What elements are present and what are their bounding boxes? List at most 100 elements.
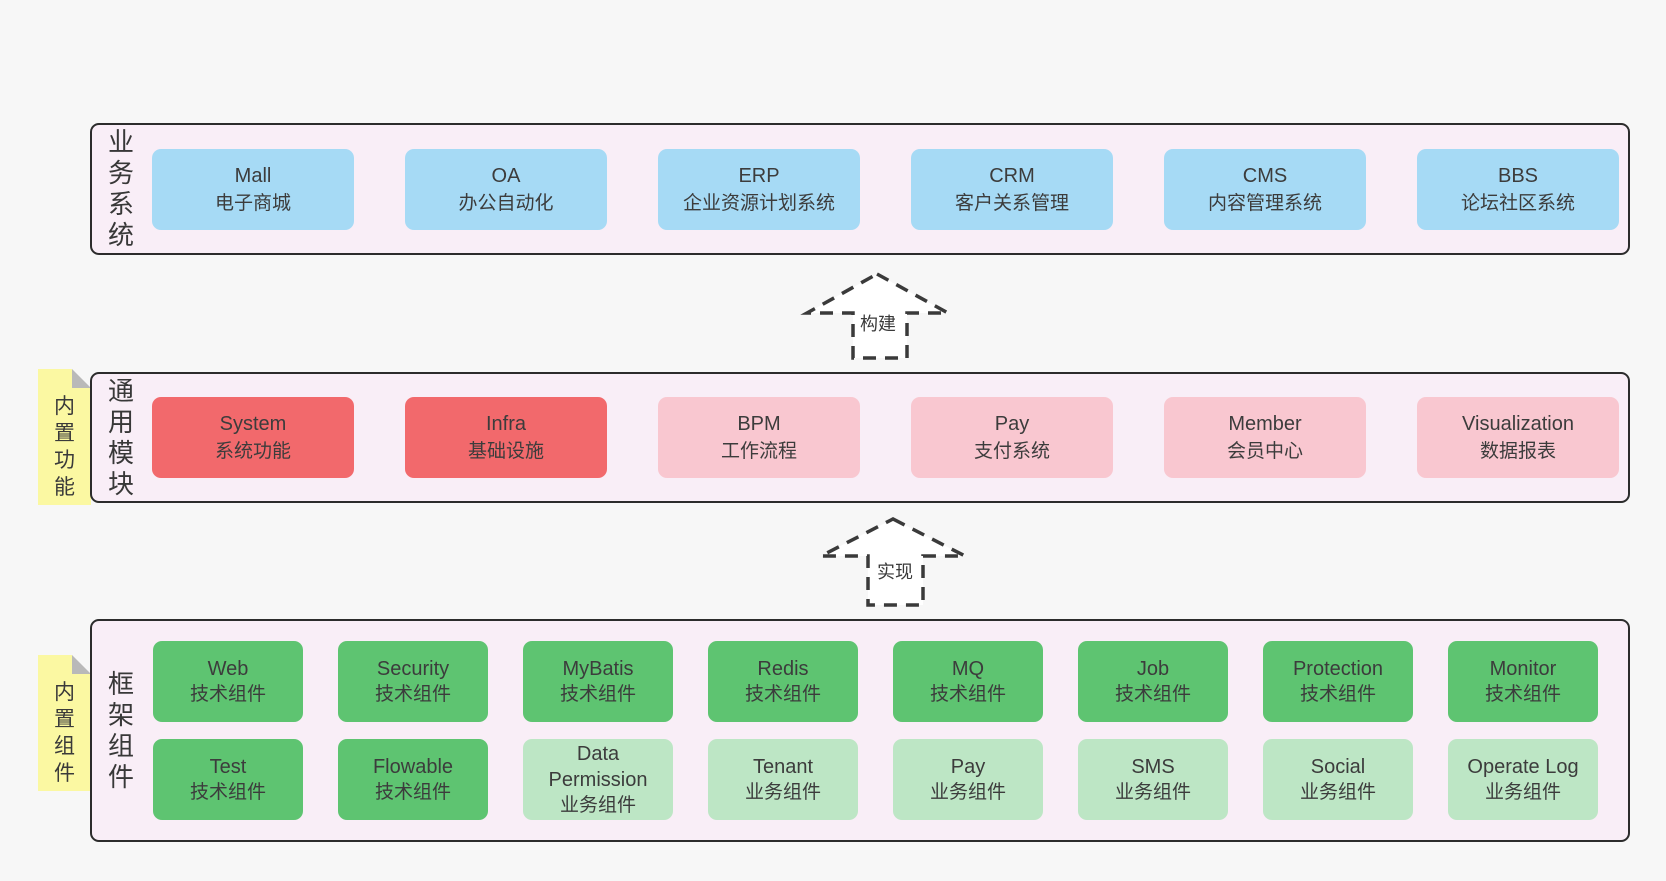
box-subtitle: 数据报表 bbox=[1479, 441, 1556, 462]
box-title: Member bbox=[1228, 413, 1302, 435]
box-subtitle: 办公自动化 bbox=[458, 192, 554, 214]
box-subtitle: 业务组件 bbox=[1484, 782, 1561, 803]
box-member: Member 会员中心 bbox=[1164, 397, 1366, 478]
box-redis: Redis 技术组件 bbox=[708, 641, 858, 722]
box-subtitle: 客户关系管理 bbox=[954, 192, 1069, 214]
build-arrow: 构建 bbox=[800, 266, 956, 362]
framework-components-label: 框架组件 bbox=[107, 668, 134, 792]
framework-row-1: Web 技术组件 Security 技术组件 MyBatis 技术组件 Redi… bbox=[153, 641, 1598, 722]
arrow-up-icon bbox=[820, 517, 966, 607]
box-title: Flowable bbox=[372, 756, 454, 778]
box-tenant: Tenant 业务组件 bbox=[708, 739, 858, 820]
common-modules-boxes: System 系统功能 Infra 基础设施 BPM 工作流程 Pay 支付系统… bbox=[152, 397, 1619, 478]
box-subtitle: 技术组件 bbox=[1299, 684, 1376, 705]
box-pay: Pay 支付系统 bbox=[911, 397, 1113, 478]
box-title: BPM bbox=[737, 413, 781, 435]
box-title: ERP bbox=[738, 164, 780, 187]
box-mall: Mall 电子商城 bbox=[152, 148, 354, 230]
sticky-note-builtin-features: 内置功能 bbox=[38, 369, 91, 505]
box-title: System bbox=[219, 413, 287, 435]
box-title: Pay bbox=[994, 413, 1030, 435]
box-subtitle: 业务组件 bbox=[1299, 782, 1376, 803]
box-erp: ERP 企业资源计划系统 bbox=[658, 148, 860, 230]
implement-arrow: 实现 bbox=[815, 511, 975, 611]
box-flowable: Flowable 技术组件 bbox=[338, 739, 488, 820]
box-subtitle: 企业资源计划系统 bbox=[682, 192, 835, 214]
box-infra: Infra 基础设施 bbox=[405, 397, 607, 478]
box-mybatis: MyBatis 技术组件 bbox=[523, 641, 673, 722]
box-subtitle: 技术组件 bbox=[1484, 684, 1561, 705]
box-title: Mall bbox=[234, 164, 272, 187]
box-crm: CRM 客户关系管理 bbox=[911, 148, 1113, 230]
box-security: Security 技术组件 bbox=[338, 641, 488, 722]
box-title: Pay bbox=[950, 756, 986, 778]
box-subtitle: 业务组件 bbox=[744, 782, 821, 803]
box-cms: CMS 内容管理系统 bbox=[1164, 148, 1366, 230]
box-subtitle: 技术组件 bbox=[189, 782, 266, 803]
box-title: Data Permission bbox=[548, 743, 648, 791]
framework-components-rows: Web 技术组件 Security 技术组件 MyBatis 技术组件 Redi… bbox=[153, 641, 1598, 820]
box-title: Operate Log bbox=[1467, 756, 1579, 778]
box-title: MyBatis bbox=[562, 658, 634, 680]
box-title: Infra bbox=[485, 413, 527, 435]
common-modules-panel: 通用模块 System 系统功能 Infra 基础设施 BPM 工作流程 Pay… bbox=[90, 372, 1630, 503]
box-subtitle: 业务组件 bbox=[559, 795, 636, 816]
box-subtitle: 基础设施 bbox=[467, 441, 544, 462]
box-title: CRM bbox=[989, 164, 1035, 187]
box-title: BBS bbox=[1497, 164, 1539, 187]
box-subtitle: 内容管理系统 bbox=[1207, 192, 1322, 214]
box-title: Protection bbox=[1292, 658, 1384, 680]
framework-row-2: Test 技术组件 Flowable 技术组件 Data Permission … bbox=[153, 739, 1598, 820]
box-social: Social 业务组件 bbox=[1263, 739, 1413, 820]
box-subtitle: 支付系统 bbox=[973, 441, 1050, 462]
box-subtitle: 业务组件 bbox=[1114, 782, 1191, 803]
business-systems-boxes: Mall 电子商城 OA 办公自动化 ERP 企业资源计划系统 CRM 客户关系… bbox=[152, 148, 1619, 230]
box-subtitle: 技术组件 bbox=[929, 684, 1006, 705]
framework-components-panel: 框架组件 Web 技术组件 Security 技术组件 MyBatis 技术组件… bbox=[90, 619, 1630, 842]
box-subtitle: 业务组件 bbox=[929, 782, 1006, 803]
box-subtitle: 电子商城 bbox=[214, 192, 291, 214]
box-subtitle: 技术组件 bbox=[189, 684, 266, 705]
box-job: Job 技术组件 bbox=[1078, 641, 1228, 722]
build-arrow-label: 构建 bbox=[860, 314, 896, 334]
box-subtitle: 论坛社区系统 bbox=[1460, 192, 1575, 214]
box-web: Web 技术组件 bbox=[153, 641, 303, 722]
box-subtitle: 技术组件 bbox=[374, 782, 451, 803]
box-title: SMS bbox=[1131, 756, 1175, 778]
box-monitor: Monitor 技术组件 bbox=[1448, 641, 1598, 722]
box-title: Visualization bbox=[1462, 413, 1574, 435]
box-title: Web bbox=[207, 658, 249, 680]
box-bpm: BPM 工作流程 bbox=[658, 397, 860, 478]
box-title: CMS bbox=[1242, 164, 1288, 187]
box-title: Tenant bbox=[752, 756, 814, 778]
box-title: OA bbox=[491, 164, 521, 187]
box-bbs: BBS 论坛社区系统 bbox=[1417, 148, 1619, 230]
box-title: Test bbox=[209, 756, 247, 778]
business-systems-label: 业务系统 bbox=[107, 127, 134, 250]
box-title: Monitor bbox=[1489, 658, 1557, 680]
box-system: System 系统功能 bbox=[152, 397, 354, 478]
box-test: Test 技术组件 bbox=[153, 739, 303, 820]
box-subtitle: 技术组件 bbox=[1114, 684, 1191, 705]
box-title: Redis bbox=[757, 658, 809, 680]
implement-arrow-label: 实现 bbox=[877, 562, 913, 582]
box-title: MQ bbox=[951, 658, 985, 680]
box-subtitle: 会员中心 bbox=[1226, 441, 1303, 462]
box-operate-log: Operate Log 业务组件 bbox=[1448, 739, 1598, 820]
box-pay-component: Pay 业务组件 bbox=[893, 739, 1043, 820]
box-visualization: Visualization 数据报表 bbox=[1417, 397, 1619, 478]
box-mq: MQ 技术组件 bbox=[893, 641, 1043, 722]
box-subtitle: 系统功能 bbox=[214, 441, 291, 462]
box-subtitle: 技术组件 bbox=[374, 684, 451, 705]
box-subtitle: 技术组件 bbox=[744, 684, 821, 705]
common-modules-label: 通用模块 bbox=[107, 375, 134, 499]
box-protection: Protection 技术组件 bbox=[1263, 641, 1413, 722]
business-systems-panel: 业务系统 Mall 电子商城 OA 办公自动化 ERP 企业资源计划系统 CRM… bbox=[90, 123, 1630, 255]
box-title: Security bbox=[376, 658, 450, 680]
box-title: Job bbox=[1136, 658, 1170, 680]
box-title: Social bbox=[1310, 756, 1366, 778]
box-sms: SMS 业务组件 bbox=[1078, 739, 1228, 820]
box-data-permission: Data Permission 业务组件 bbox=[523, 739, 673, 820]
arrow-up-icon bbox=[800, 272, 949, 360]
sticky-note-builtin-components: 内置组件 bbox=[38, 655, 91, 791]
